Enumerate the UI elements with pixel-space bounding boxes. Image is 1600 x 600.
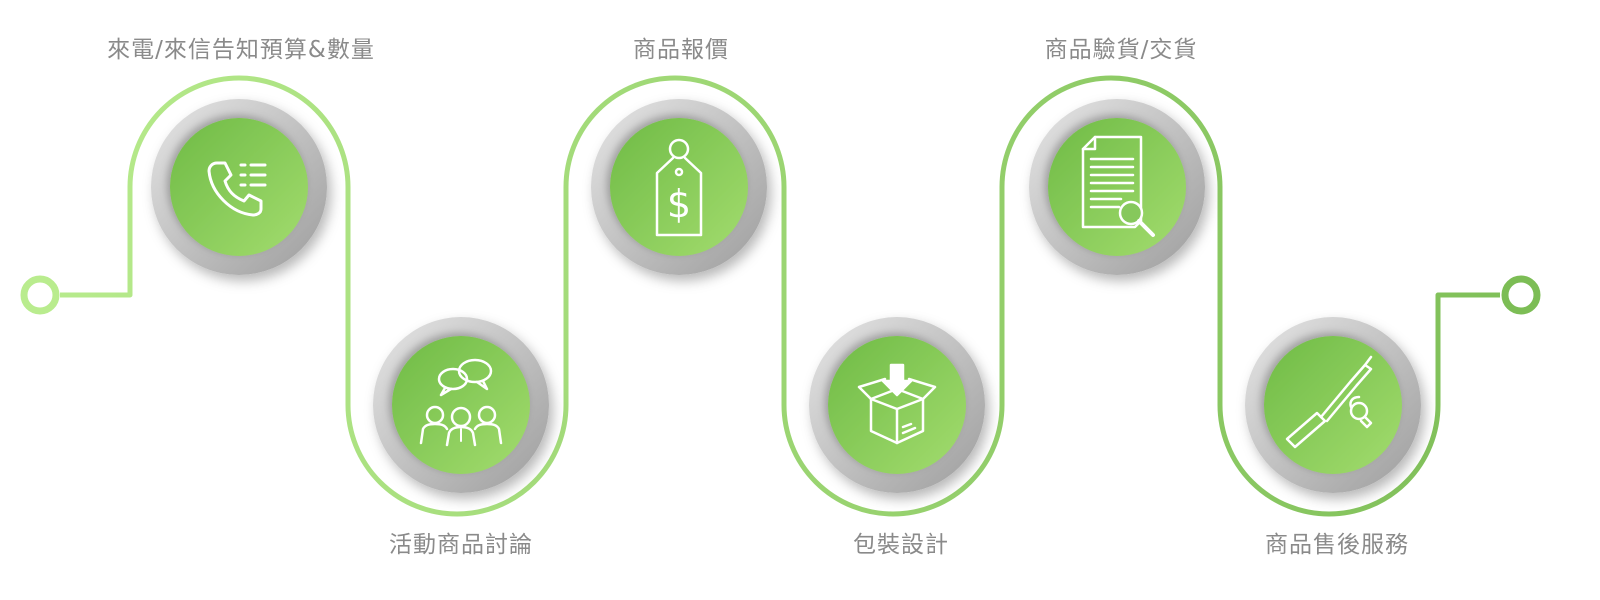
end-node (1501, 275, 1541, 315)
package-box-icon (857, 363, 937, 445)
step-label-1: 來電/來信告知預算&數量 (107, 37, 375, 63)
step-node-1 (151, 99, 327, 275)
price-tag-icon: $ (655, 138, 703, 237)
process-path (60, 75, 1500, 517)
step-circle-1 (170, 118, 308, 256)
step-label-3: 商品報價 (633, 37, 729, 63)
start-node (20, 275, 60, 315)
step-label-6: 商品售後服務 (1265, 532, 1409, 558)
group-chat-icon (419, 358, 503, 447)
document-search-icon (1081, 135, 1155, 237)
step-node-2 (373, 317, 549, 493)
step-label-5: 商品驗貨/交貨 (1045, 37, 1198, 63)
step-circle-5 (1048, 118, 1186, 256)
step-node-5 (1029, 99, 1205, 275)
step-circle-6 (1264, 336, 1402, 474)
step-label-2: 活動商品討論 (389, 532, 533, 558)
step-circle-2 (392, 336, 530, 474)
step-node-4 (809, 317, 985, 493)
svg-text:$: $ (667, 182, 691, 226)
step-node-3 (591, 99, 767, 275)
screwdriver-icon (1285, 355, 1373, 449)
step-circle-4 (828, 336, 966, 474)
step-circle-3 (610, 118, 748, 256)
step-node-6 (1245, 317, 1421, 493)
step-label-4: 包裝設計 (853, 532, 949, 558)
phone-list-icon (207, 161, 267, 217)
